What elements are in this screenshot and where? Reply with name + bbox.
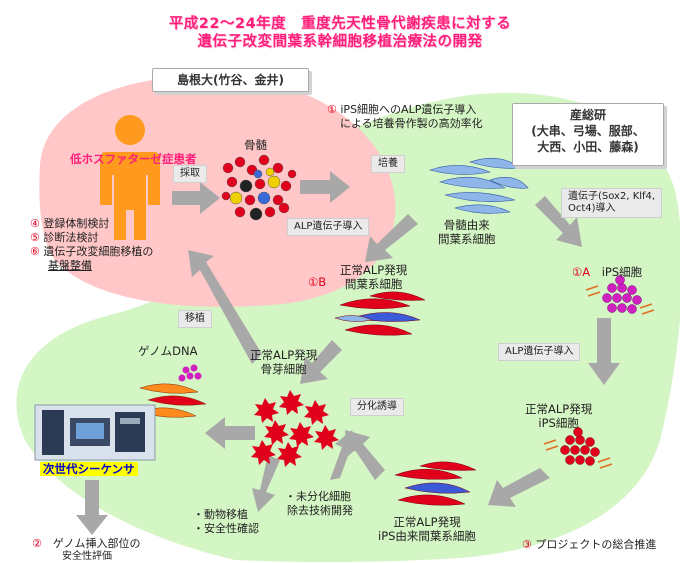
b-num: ①B xyxy=(308,275,327,289)
culture-arrow xyxy=(300,171,350,203)
reprogram-arrow xyxy=(535,196,582,247)
alp-msc-label: 正常ALP発現 間葉系細胞 xyxy=(340,263,407,291)
ips-cluster xyxy=(602,275,642,314)
alp-transfer-tag-1: ALP遺伝子導入 xyxy=(287,218,370,236)
osteo-line-1: 正常ALP発現 xyxy=(250,348,318,362)
item2-line-2: 安全性評価 xyxy=(62,551,112,562)
item1-line-1: ① iPS細胞へのALP遺伝子導入 xyxy=(327,103,477,116)
bone-marrow-cells xyxy=(221,154,297,221)
alp-ips-line-2: iPS細胞 xyxy=(538,416,579,430)
undiff-line-1: ・未分化細胞 xyxy=(285,490,351,503)
patient-label: 低ホスファターゼ症患者 xyxy=(70,152,197,166)
alp-transfer-arrow-1 xyxy=(365,214,418,262)
undiff-arrow xyxy=(330,430,358,480)
shimane-org-box: 島根大(竹谷、金井) xyxy=(152,68,309,92)
genome-label: ゲノムDNA xyxy=(138,344,198,358)
mscs-label: 骨髄由来 間葉系細胞 xyxy=(438,218,496,246)
undiff-line-2: 除去技術開発 xyxy=(287,504,353,517)
aist-org-box: 産総研 (大串、弓場、服部、 大西、小田、藤森) xyxy=(512,103,664,166)
sample-tag: 採取 xyxy=(173,165,207,183)
transplant-arrow xyxy=(188,250,262,364)
alp-ips-line-1: 正常ALP発現 xyxy=(525,402,593,416)
ips-msc-line-2: iPS由来間葉系細胞 xyxy=(378,529,476,543)
msc-cells xyxy=(428,157,529,214)
sequencer-label: 次世代シーケンサ xyxy=(40,462,138,476)
sequencer-image xyxy=(34,404,156,461)
animal-line-1: ・動物移植 xyxy=(193,508,248,521)
flow-arrows xyxy=(76,171,620,535)
osteoblast-cells xyxy=(251,390,339,467)
aist-org-name: 産総研 xyxy=(569,108,606,122)
osteoblast-label: 正常ALP発現 骨芽細胞 xyxy=(250,348,317,376)
aist-zone xyxy=(16,92,680,563)
culture-tag: 培養 xyxy=(371,155,405,173)
shimane-org-label: 島根大(竹谷、金井) xyxy=(177,73,284,87)
aist-members-line-1: (大串、弓場、服部、 xyxy=(531,124,645,138)
differentiation-tag: 分化誘導 xyxy=(350,398,404,416)
factors-line-2: Oct4)導入 xyxy=(568,203,616,214)
aist-members-line-2: 大西、小田、藤森) xyxy=(537,140,639,154)
item2-line-1: ② ゲノム挿入部位の xyxy=(32,537,141,550)
title-line-2: 遺伝子改変間葉系幹細胞移植治療法の開発 xyxy=(197,34,483,50)
left-item-5: ⑤ 診断法検討 xyxy=(30,231,99,244)
ips-msc-label: 正常ALP発現 iPS由来間葉系細胞 xyxy=(378,515,476,543)
left-item-6: ⑥ 遺伝子改変細胞移植の xyxy=(30,245,154,258)
osteo-line-2: 骨芽細胞 xyxy=(260,362,307,376)
mscs-line-2: 間葉系細胞 xyxy=(438,232,496,246)
alp-ips-label: 正常ALP発現 iPS細胞 xyxy=(525,402,592,430)
alp-msc-cells xyxy=(334,291,426,336)
genome-dna-dots xyxy=(178,364,202,382)
patient-body xyxy=(100,152,160,240)
ips-num: ①A xyxy=(572,265,591,279)
alp-transfer-tag-2: ALP遺伝子導入 xyxy=(498,343,581,361)
item3: ③ プロジェクトの総合推進 xyxy=(522,538,657,551)
animal-line-2: ・安全性確認 xyxy=(193,522,259,535)
to-animal-arrow xyxy=(252,455,280,512)
ips-dna-marks xyxy=(585,285,655,315)
ips-msc-cells xyxy=(394,461,477,506)
ips-msc-line-1: 正常ALP発現 xyxy=(393,515,461,529)
factors-line-1: 遺伝子(Sox2, Klf4, xyxy=(568,191,656,202)
patient-head xyxy=(115,115,145,145)
ips-to-msc-arrow xyxy=(488,468,550,507)
alp-msc-line-1: 正常ALP発現 xyxy=(340,263,408,277)
msc-to-osteo-arrow xyxy=(300,340,342,384)
mscs-line-1: 骨髄由来 xyxy=(443,218,490,232)
alp-ips-dna-marks xyxy=(543,439,613,469)
factors-tag: 遺伝子(Sox2, Klf4, Oct4)導入 xyxy=(561,188,663,218)
to-sequencer-arrow xyxy=(205,417,255,449)
ips-label: iPS細胞 xyxy=(601,265,643,279)
ips-label-row: ①A iPS細胞 xyxy=(572,265,642,279)
alp-msc-line-2: 間葉系細胞 xyxy=(344,277,403,291)
sample-arrow xyxy=(172,182,220,214)
item1-line-2: による培養骨作製の高効率化 xyxy=(340,117,483,130)
patient-figure xyxy=(100,115,160,240)
transplant-tag: 移植 xyxy=(178,310,212,328)
left-item-4: ④ 登録体制検討 xyxy=(30,217,110,230)
left-item-6-cont: 基盤整備 xyxy=(48,259,92,272)
to-genome-safety-arrow xyxy=(76,480,108,535)
title-line-1: 平成22～24年度 重度先天性骨代謝疾患に対する xyxy=(168,16,512,32)
bone-marrow-label: 骨髄 xyxy=(244,138,267,152)
alp-transfer-arrow-2 xyxy=(588,318,620,385)
alp-ips-cluster xyxy=(560,427,600,466)
